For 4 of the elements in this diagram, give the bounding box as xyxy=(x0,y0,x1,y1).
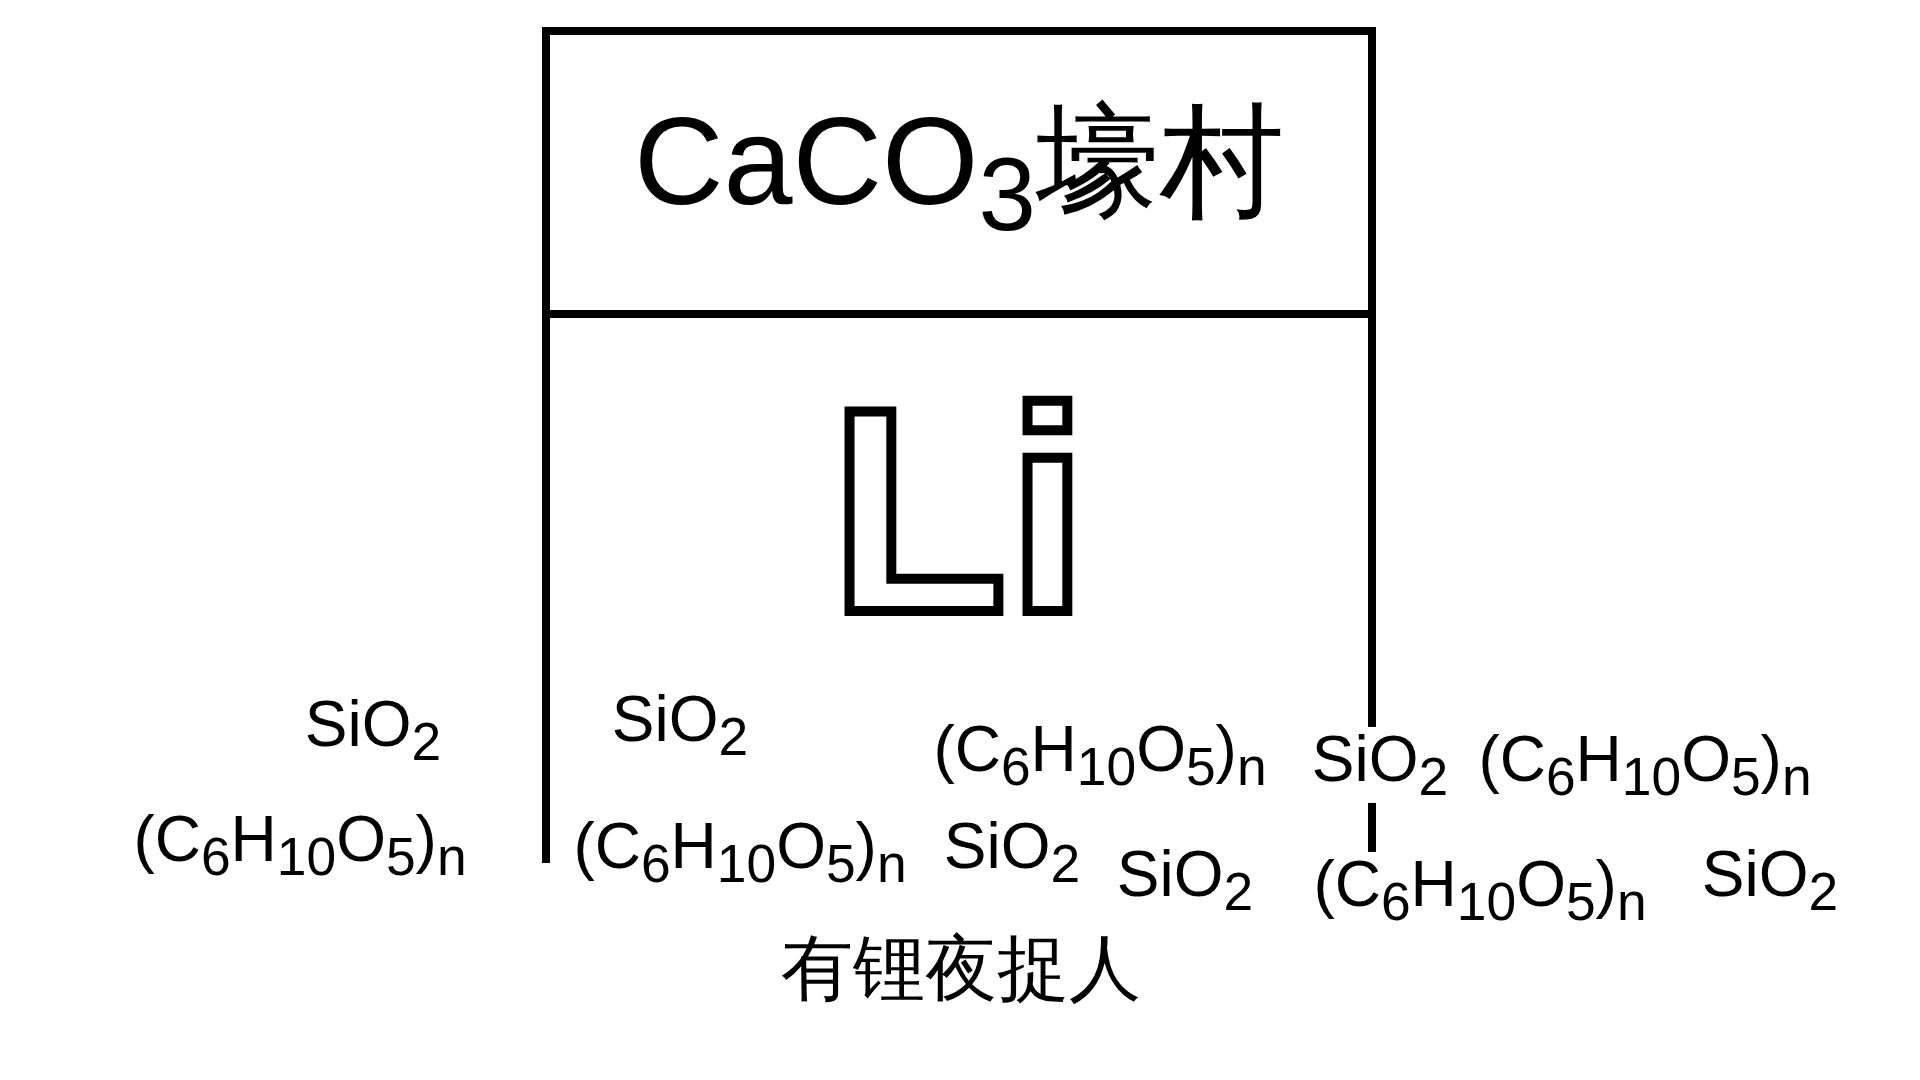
card-heading: CaCO$_{3}$壕村 xyxy=(634,98,1284,247)
formula-label: SiO$_{2}$ xyxy=(1311,726,1449,804)
caption: 有锂夜捉人 xyxy=(781,932,1141,1004)
element-symbol: Li xyxy=(830,365,1088,655)
